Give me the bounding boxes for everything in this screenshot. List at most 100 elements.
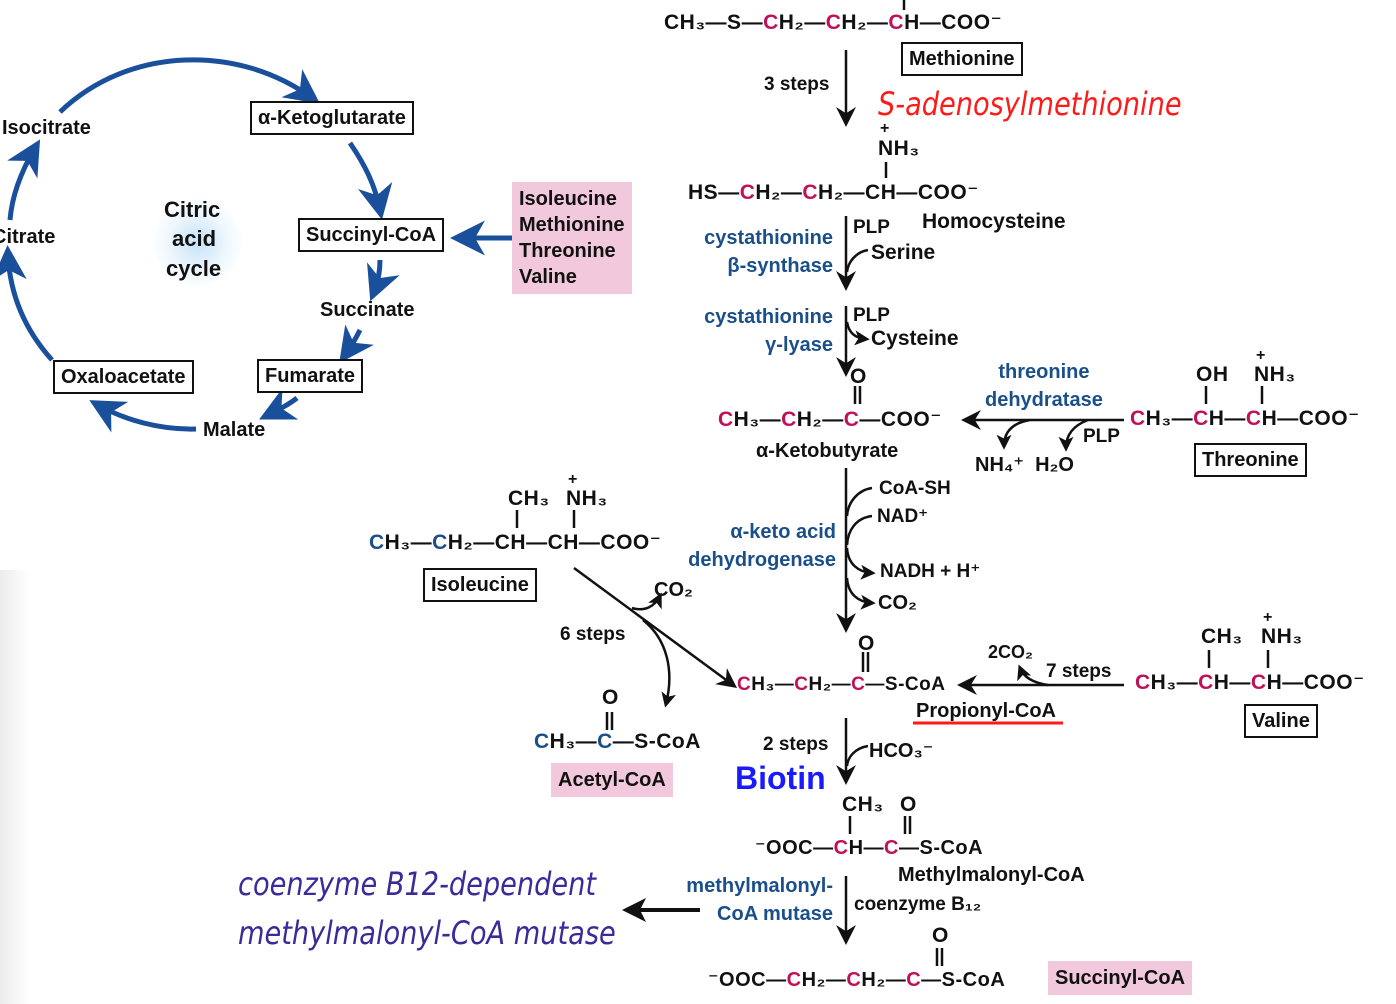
carboxylation-hco3: HCO₃⁻: [869, 740, 934, 762]
enzyme-cgl-line2: γ-lyase: [765, 334, 833, 356]
annotation-s-adenosylmethionine: S-adenosylmethionine: [878, 85, 1182, 123]
thr-plus: +: [1256, 347, 1266, 364]
ile-co2: CO₂: [654, 579, 693, 601]
enzyme-mutase-line1: methylmalonyl-: [686, 875, 833, 897]
enzyme-cbs: cystathionine β-synthase: [704, 224, 833, 280]
enzyme-cgl-line1: cystathionine: [704, 306, 833, 328]
pathway-arrows: [515, 0, 1270, 966]
arrow-akg-to-succinylcoa: [347, 141, 393, 220]
co2-out-curve: [845, 577, 876, 610]
box-alpha-ketoglutarate: α-Ketoglutarate: [250, 101, 414, 135]
enzyme-thr-line2: dehydratase: [985, 389, 1103, 411]
serine-in-curve: [845, 248, 869, 273]
thr-nh3: NH₃: [1254, 363, 1296, 386]
cgl-cofactor-plp: PLP: [853, 305, 890, 326]
nh4-out-curve: [996, 418, 1031, 450]
label-2-steps: 2 steps: [763, 734, 829, 755]
cycle-center-glow: [150, 195, 245, 290]
enzyme-cgl: cystathionine γ-lyase: [704, 303, 833, 359]
page-edge-shadow: [0, 570, 30, 1004]
mm-oxygen: O: [900, 793, 917, 816]
amino-acid-methionine: Methionine: [519, 214, 625, 236]
ile-ch3: CH₃: [508, 487, 550, 510]
enzyme-kadh-line1: α-keto acid: [730, 521, 836, 543]
arrow-fumarate-to-malate: [259, 388, 299, 420]
annotation-mutase-line1: coenzyme B12-dependent: [238, 865, 597, 903]
label-6-steps: 6 steps: [560, 624, 626, 645]
amino-acid-isoleucine: Isoleucine: [519, 188, 617, 210]
kadh-in-coash: CoA-SH: [879, 478, 951, 499]
label-homocysteine: Homocysteine: [922, 210, 1066, 233]
enzyme-mutase-line2: CoA mutase: [717, 903, 833, 925]
cgl-output-cysteine: Cysteine: [871, 327, 959, 350]
val-ch3: CH₃: [1201, 625, 1243, 648]
nadh-out-curve: [845, 547, 876, 580]
kadh-out-nadh: NADH + H⁺: [880, 561, 981, 582]
propionyl-coa-formula: CH₃—CH₂—C—S-CoA: [737, 674, 946, 695]
amino-acid-valine: Valine: [519, 266, 577, 288]
thr-products: NH₄⁺ H₂O: [975, 454, 1074, 476]
enzyme-thr-line1: threonine: [998, 361, 1090, 383]
valine-formula: CH₃—CH—CH—COO⁻: [1135, 671, 1365, 694]
label-methylmalonyl-coa: Methylmalonyl-CoA: [898, 864, 1085, 886]
threonine-formula: CH₃—CH—CH—COO⁻: [1130, 407, 1360, 430]
label-succinate: Succinate: [320, 299, 415, 321]
enzyme-cbs-line2: β-synthase: [727, 255, 833, 277]
box-methionine: Methionine: [901, 42, 1023, 76]
mm-ch3: CH₃: [842, 793, 884, 816]
ile-nh3: NH₃: [566, 487, 608, 510]
box-valine: Valine: [1244, 704, 1318, 738]
acetyl-oxygen: O: [602, 686, 619, 709]
box-oxaloacetate: Oxaloacetate: [53, 360, 194, 394]
ile-plus: +: [568, 471, 578, 488]
nad-in-curve: [845, 514, 873, 546]
cbs-cofactor-plp: PLP: [853, 217, 890, 238]
amino-acid-threonine: Threonine: [519, 240, 616, 262]
homocysteine-formula: HS—CH₂—CH₂—CH—COO⁻: [688, 181, 979, 204]
citric-cycle-arrows: [0, 57, 512, 433]
label-malate: Malate: [203, 419, 266, 441]
box-succinyl-coa-product: Succinyl-CoA: [1048, 961, 1193, 995]
enzyme-kadh: α-keto acid dehydrogenase: [688, 518, 836, 574]
box-succinyl-coa: Succinyl-CoA: [298, 218, 445, 252]
mutase-cofactor: coenzyme B₁₂: [854, 894, 982, 915]
enzyme-mutase: methylmalonyl- CoA mutase: [686, 872, 833, 928]
label-7-steps: 7 steps: [1046, 661, 1112, 682]
annotation-mutase-line2: methylmalonyl-CoA mutase: [238, 914, 616, 952]
annotation-biotin: Biotin: [735, 760, 826, 796]
val-co2-out-curve: [1017, 664, 1049, 687]
valine-step-co2: 2CO₂: [988, 642, 1034, 662]
cycle-title-line3: cycle: [166, 256, 222, 281]
cycle-title-line2: acid: [172, 226, 217, 251]
kadh-in-nad: NAD⁺: [877, 506, 929, 527]
hco3-in-curve: [845, 744, 869, 767]
thr-cofactor-plp: PLP: [1083, 426, 1120, 447]
enzyme-cbs-line1: cystathionine: [704, 227, 833, 249]
label-3-steps: 3 steps: [764, 74, 830, 95]
akb-oxygen: O: [850, 365, 867, 388]
enzyme-kadh-line2: dehydrogenase: [688, 549, 836, 571]
hcy-plus: +: [880, 120, 890, 137]
cycle-title-line1: Citric: [164, 197, 221, 222]
enzyme-threonine-dehydratase: threonine dehydratase: [985, 358, 1103, 414]
box-isoleucine: Isoleucine: [423, 568, 537, 602]
val-nh3: NH₃: [1261, 625, 1303, 648]
thr-oh: OH: [1196, 363, 1229, 386]
arrow-isocitrate-to-akg: [58, 57, 321, 114]
box-fumarate: Fumarate: [257, 359, 364, 393]
h2o-out-curve: [1058, 418, 1089, 452]
acetyl-coa-formula: CH₃—C—S-CoA: [534, 730, 701, 753]
isoleucine-formula: CH₃—CH₂—CH—CH—COO⁻: [369, 531, 662, 554]
label-propionyl-coa: Propionyl-CoA: [916, 700, 1056, 722]
label-isocitrate: Isocitrate: [2, 117, 91, 139]
arrow-malate-to-oxaloacetate: [89, 400, 197, 433]
ile-co2-out-curve: [631, 592, 662, 611]
cbs-input-serine: Serine: [871, 241, 936, 264]
label-alpha-ketobutyrate: α-Ketobutyrate: [756, 440, 899, 462]
ile-to-acetylcoa-curve: [642, 619, 677, 708]
cysteine-out-curve: [845, 321, 870, 346]
akb-formula: CH₃—CH₂—C—COO⁻: [718, 408, 942, 431]
arrow-ile-to-propionylcoa: [573, 566, 738, 688]
